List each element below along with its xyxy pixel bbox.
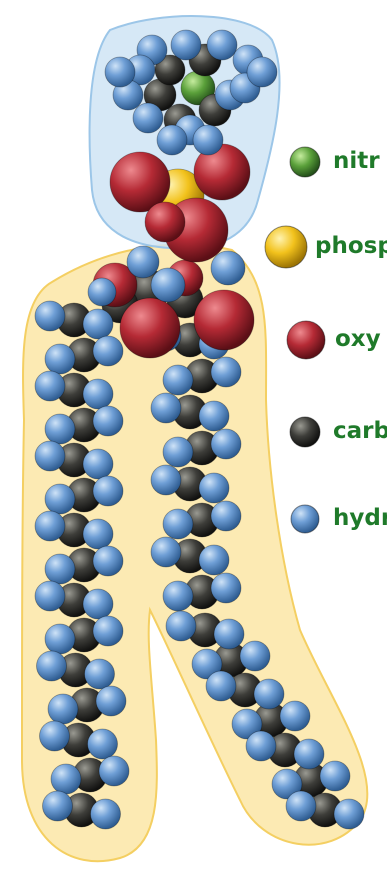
hydrogen-atom bbox=[150, 267, 186, 303]
hydrogen-atom bbox=[104, 56, 136, 88]
oxygen-atom bbox=[109, 151, 171, 213]
hydrogen-atom bbox=[87, 277, 117, 307]
hydrogen-atom bbox=[150, 392, 182, 424]
hydrogen-atom bbox=[231, 708, 263, 740]
hydrogen-atom bbox=[192, 124, 224, 156]
hydrogen-atom bbox=[39, 720, 70, 752]
hydrogen-atom bbox=[191, 648, 223, 680]
hydrogen-atom bbox=[198, 472, 230, 504]
hydrogen-atom bbox=[279, 700, 311, 732]
hydrogen-atom bbox=[210, 572, 242, 604]
hydrogen-atom bbox=[150, 464, 182, 496]
hydrogen-atom bbox=[205, 670, 237, 702]
hydrogen-atom bbox=[98, 755, 130, 787]
hydrogen-atom bbox=[271, 768, 303, 800]
hydrogen-atom bbox=[210, 250, 246, 286]
hydrogen-atom bbox=[82, 308, 114, 340]
hydrogen-atom bbox=[156, 124, 188, 156]
hydrogen-atom bbox=[84, 658, 115, 690]
hydrogen-atom bbox=[162, 436, 194, 468]
hydrogen-atom bbox=[319, 760, 351, 792]
hydrogen-atom bbox=[210, 428, 242, 460]
hydrogen-atom bbox=[82, 378, 114, 410]
hydrogen-atom bbox=[210, 356, 242, 388]
hydrogen-atom bbox=[87, 728, 118, 760]
hydrogen-atom bbox=[285, 790, 317, 822]
hydrogen-atom bbox=[162, 508, 194, 540]
hydrogen-atom bbox=[44, 553, 76, 585]
hydrogen-atom bbox=[253, 678, 285, 710]
molecule-atoms bbox=[34, 29, 365, 830]
hydrogen-atom bbox=[126, 245, 160, 279]
hydrogen-atom bbox=[34, 510, 66, 542]
legend-sphere-carbon bbox=[289, 416, 321, 448]
hydrogen-atom bbox=[245, 730, 277, 762]
hydrogen-atom bbox=[82, 518, 114, 550]
hydrogen-atom bbox=[47, 693, 79, 725]
legend-sphere-oxygen bbox=[286, 320, 326, 360]
hydrogen-atom bbox=[132, 102, 164, 134]
hydrogen-atom bbox=[92, 335, 124, 367]
hydrogen-atom bbox=[206, 29, 238, 61]
legend-label-oxygen: oxy bbox=[335, 326, 381, 352]
hydrogen-atom bbox=[90, 798, 121, 830]
legend-sphere-phosphorus bbox=[264, 225, 308, 269]
hydrogen-atom bbox=[34, 370, 66, 402]
oxygen-atom bbox=[144, 201, 186, 243]
hydrogen-atom bbox=[42, 790, 73, 822]
hydrogen-atom bbox=[239, 640, 271, 672]
legend-sphere-hydrogen bbox=[290, 504, 320, 534]
hydrogen-atom bbox=[92, 545, 124, 577]
hydrogen-atom bbox=[44, 413, 76, 445]
hydrogen-atom bbox=[92, 405, 124, 437]
hydrogen-atom bbox=[213, 618, 245, 650]
hydrogen-atom bbox=[162, 580, 194, 612]
hydrogen-atom bbox=[34, 440, 66, 472]
hydrogen-atom bbox=[246, 56, 278, 88]
hydrogen-atom bbox=[333, 798, 365, 830]
hydrogen-atom bbox=[92, 615, 124, 647]
oxygen-atom bbox=[193, 289, 255, 351]
legend-spheres bbox=[264, 146, 326, 534]
hydrogen-atom bbox=[170, 29, 202, 61]
hydrogen-atom bbox=[210, 500, 242, 532]
hydrogen-atom bbox=[150, 536, 182, 568]
hydrogen-atom bbox=[34, 300, 66, 332]
hydrogen-atom bbox=[44, 343, 76, 375]
hydrogen-atom bbox=[198, 544, 230, 576]
hydrogen-atom bbox=[92, 475, 124, 507]
legend-label-phosphorus: phosp bbox=[315, 233, 387, 259]
legend-label-nitrogen: nitr bbox=[333, 148, 380, 174]
hydrogen-atom bbox=[34, 580, 66, 612]
hydrogen-atom bbox=[95, 685, 127, 717]
hydrogen-atom bbox=[293, 738, 325, 770]
hydrogen-atom bbox=[44, 623, 76, 655]
hydrogen-atom bbox=[44, 483, 76, 515]
legend-label-carbon: carb bbox=[333, 418, 387, 444]
hydrogen-atom bbox=[82, 588, 114, 620]
oxygen-atom bbox=[119, 297, 181, 359]
legend-sphere-nitrogen bbox=[289, 146, 321, 178]
hydrogen-atom bbox=[50, 763, 82, 795]
hydrogen-atom bbox=[36, 650, 67, 682]
legend-label-hydrogen: hydr bbox=[333, 505, 387, 531]
hydrogen-atom bbox=[198, 400, 230, 432]
hydrogen-atom bbox=[165, 610, 197, 642]
hydrogen-atom bbox=[162, 364, 194, 396]
hydrogen-atom bbox=[82, 448, 114, 480]
